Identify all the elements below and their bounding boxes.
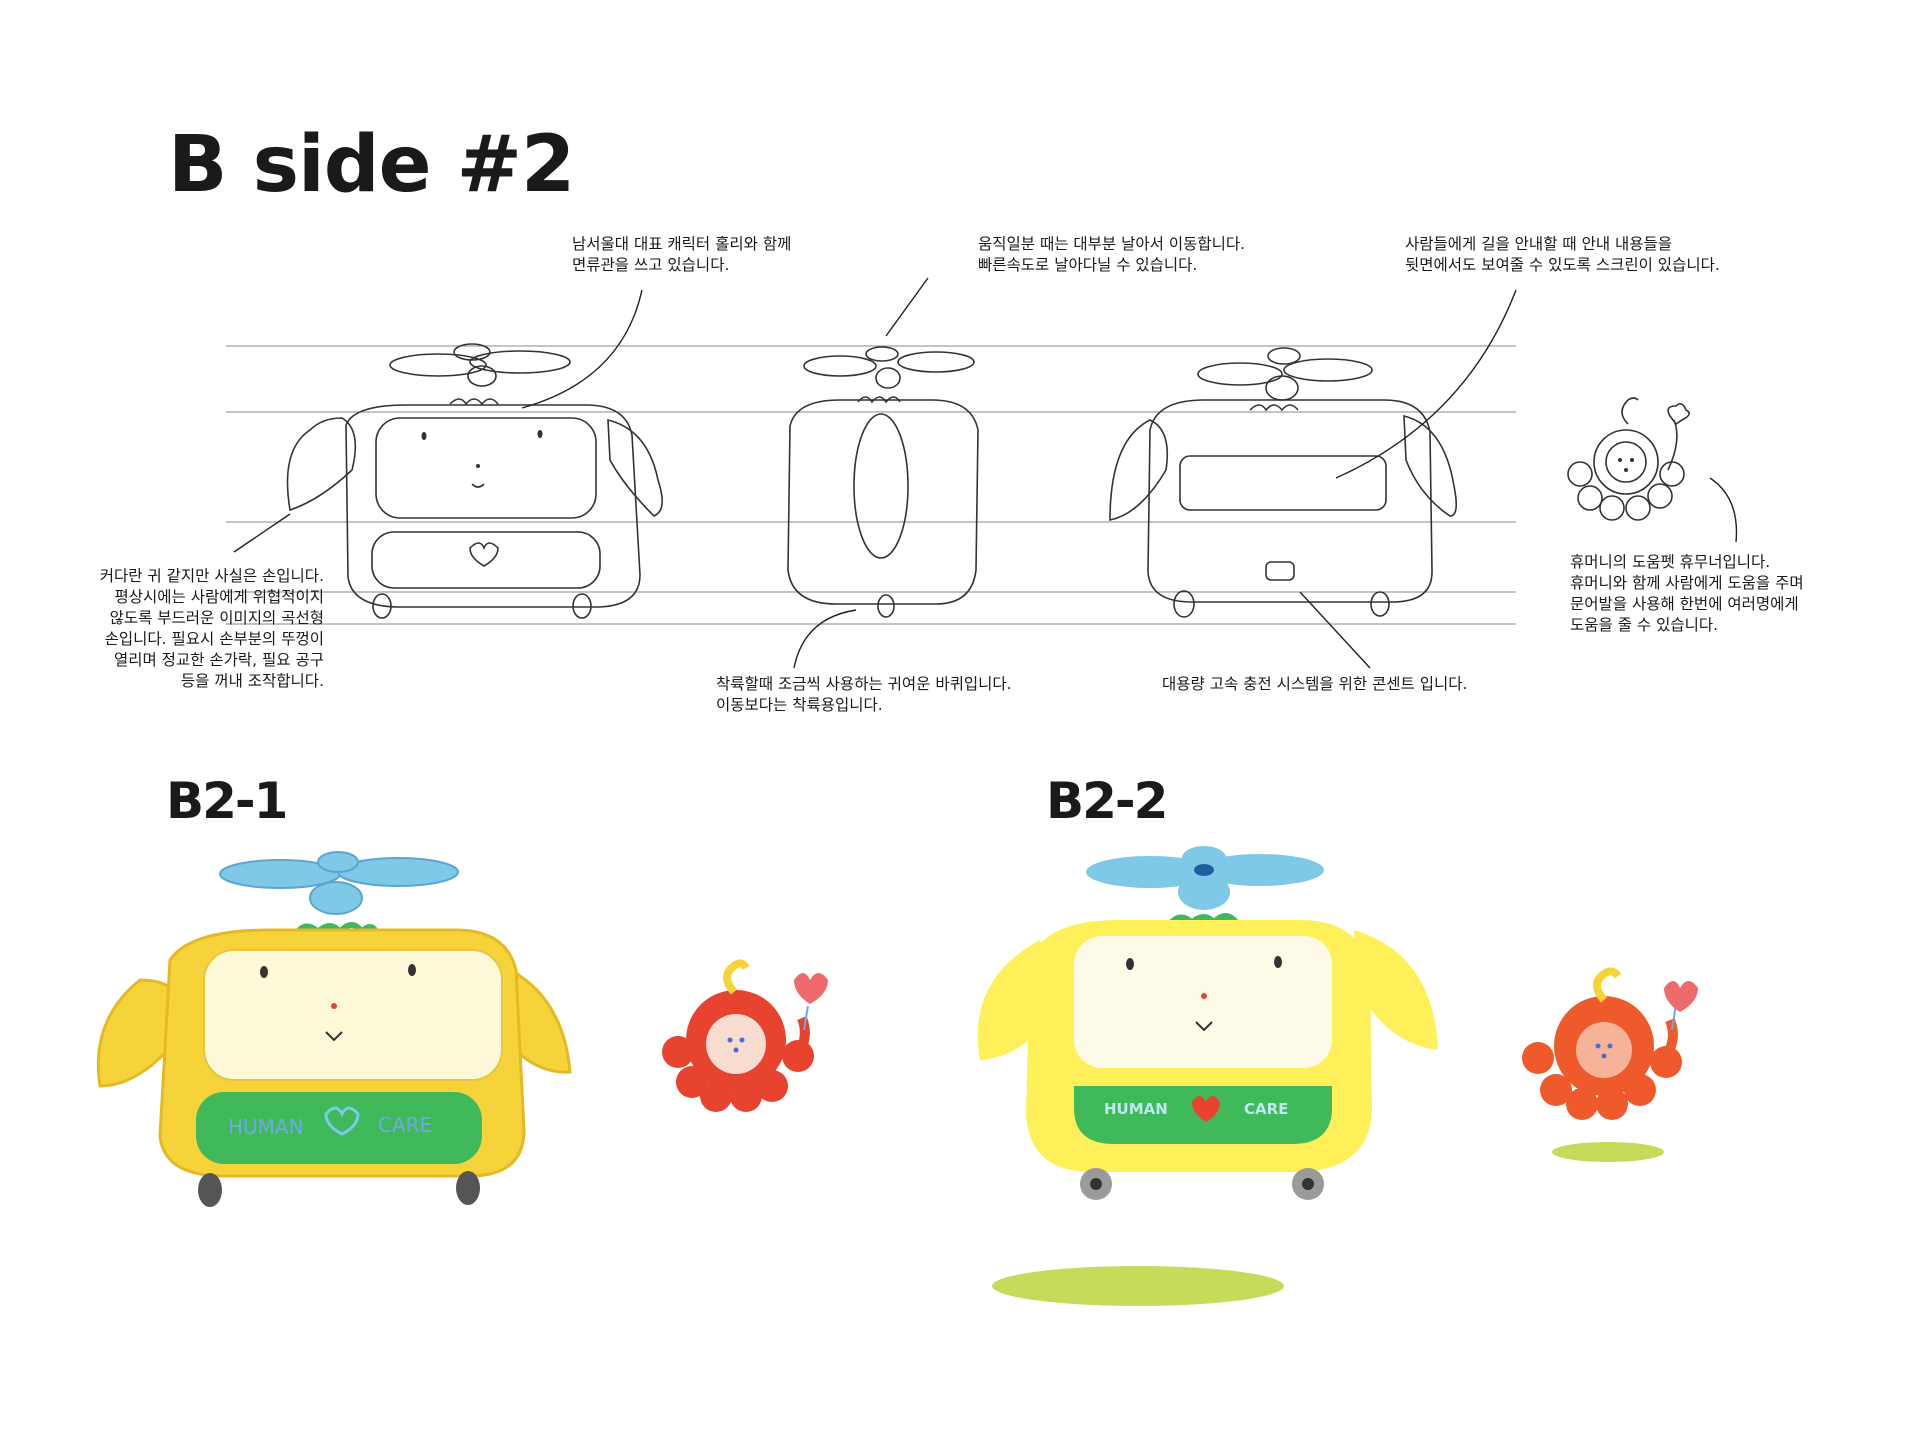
propeller-blade-front bbox=[309, 881, 363, 915]
note-crown: 남서울대 대표 캐릭터 홀리와 함께 면류관을 쓰고 있습니다. bbox=[572, 235, 792, 274]
face-screen bbox=[1074, 936, 1332, 1068]
leader-hands bbox=[233, 513, 291, 553]
propeller-blade-back bbox=[317, 851, 359, 873]
pet-sprout bbox=[723, 959, 750, 995]
robot-b2-1: HUMAN CARE bbox=[96, 851, 572, 1207]
pet-face bbox=[1576, 1022, 1632, 1078]
pet-b2-2 bbox=[1522, 967, 1698, 1162]
panel-text-care: CARE bbox=[1244, 1100, 1288, 1118]
pet-sprout bbox=[1593, 967, 1622, 1003]
note-screen: 사람들에게 길을 안내할 때 안내 내용들을 뒷면에서도 보여줄 수 있도록 스… bbox=[1405, 235, 1720, 274]
right-hand bbox=[1354, 930, 1438, 1050]
note-flight: 움직일분 때는 대부분 날아서 이동합니다. 빠른속도로 날아다닐 수 있습니다… bbox=[978, 235, 1246, 274]
eye-right bbox=[1274, 956, 1282, 968]
eye-right bbox=[408, 964, 416, 976]
guide-lines bbox=[226, 345, 1516, 625]
nose bbox=[331, 1003, 337, 1009]
propeller-hub bbox=[1194, 864, 1214, 876]
note-outlet: 대용량 고속 충전 시스템을 위한 콘센트 입니다. bbox=[1162, 675, 1468, 693]
note-wheels: 착륙할때 조금씩 사용하는 귀여운 바퀴입니다. 이동보다는 착륙용입니다. bbox=[716, 675, 1012, 714]
panel-text-care: CARE bbox=[378, 1113, 432, 1137]
pet-shadow bbox=[1552, 1142, 1664, 1162]
sketch-front-view bbox=[286, 343, 663, 619]
heart-stick bbox=[803, 1005, 809, 1031]
leader-lines bbox=[233, 277, 1738, 669]
sketch-pet bbox=[1567, 397, 1690, 521]
leader-outlet bbox=[1299, 591, 1371, 669]
leader-crown bbox=[521, 289, 643, 409]
heart-balloon-icon bbox=[1664, 981, 1698, 1012]
eye-left bbox=[1126, 958, 1134, 970]
heart-icon bbox=[1192, 1096, 1220, 1122]
nose bbox=[1201, 993, 1207, 999]
front-panel bbox=[196, 1092, 482, 1164]
wheel-right bbox=[456, 1171, 480, 1205]
sketch-back-view bbox=[1109, 347, 1458, 618]
face-screen bbox=[203, 949, 503, 1081]
sketch-pet-face bbox=[1618, 458, 1634, 472]
propeller-blade-back bbox=[1182, 846, 1226, 870]
page-title: B side #2 bbox=[168, 120, 575, 210]
leader-wheels bbox=[793, 609, 857, 669]
ground-shadow bbox=[992, 1266, 1284, 1306]
leader-pet bbox=[1709, 477, 1738, 543]
pet-arm bbox=[1659, 1018, 1678, 1063]
leaf-crown bbox=[1166, 913, 1240, 931]
mouth bbox=[1195, 1021, 1213, 1032]
pet-face bbox=[706, 1014, 766, 1074]
sketch-front-face bbox=[421, 430, 543, 468]
propeller-blade-left bbox=[1086, 856, 1214, 888]
robot-b2-2: HUMAN CARE bbox=[977, 846, 1438, 1306]
pet-arm bbox=[791, 1016, 810, 1061]
panel-text-human: HUMAN bbox=[1104, 1100, 1168, 1118]
section-title-b2-1: B2-1 bbox=[166, 772, 288, 830]
section-title-b2-2: B2-2 bbox=[1046, 772, 1168, 830]
mouth bbox=[325, 1031, 343, 1042]
eye-left bbox=[260, 966, 268, 978]
propeller-blade-right bbox=[1196, 854, 1324, 886]
wheel-left bbox=[198, 1173, 222, 1207]
heart-icon bbox=[324, 1106, 360, 1136]
propeller-blade-front bbox=[1178, 874, 1230, 910]
note-hands: 커다란 귀 같지만 사실은 손입니다. 평상시에는 사람에게 위협적이지 않도록… bbox=[99, 567, 324, 690]
leader-flight bbox=[885, 277, 929, 337]
sketch-side-view bbox=[787, 346, 979, 618]
leader-screen bbox=[1335, 289, 1517, 479]
note-pet: 휴머니의 도움펫 휴무너입니다. 휴머니와 함께 사람에게 도움을 주며 문어발… bbox=[1570, 553, 1804, 634]
heart-balloon-icon bbox=[794, 973, 828, 1004]
pet-b2-1 bbox=[662, 959, 828, 1112]
panel-text-human: HUMAN bbox=[228, 1115, 304, 1139]
